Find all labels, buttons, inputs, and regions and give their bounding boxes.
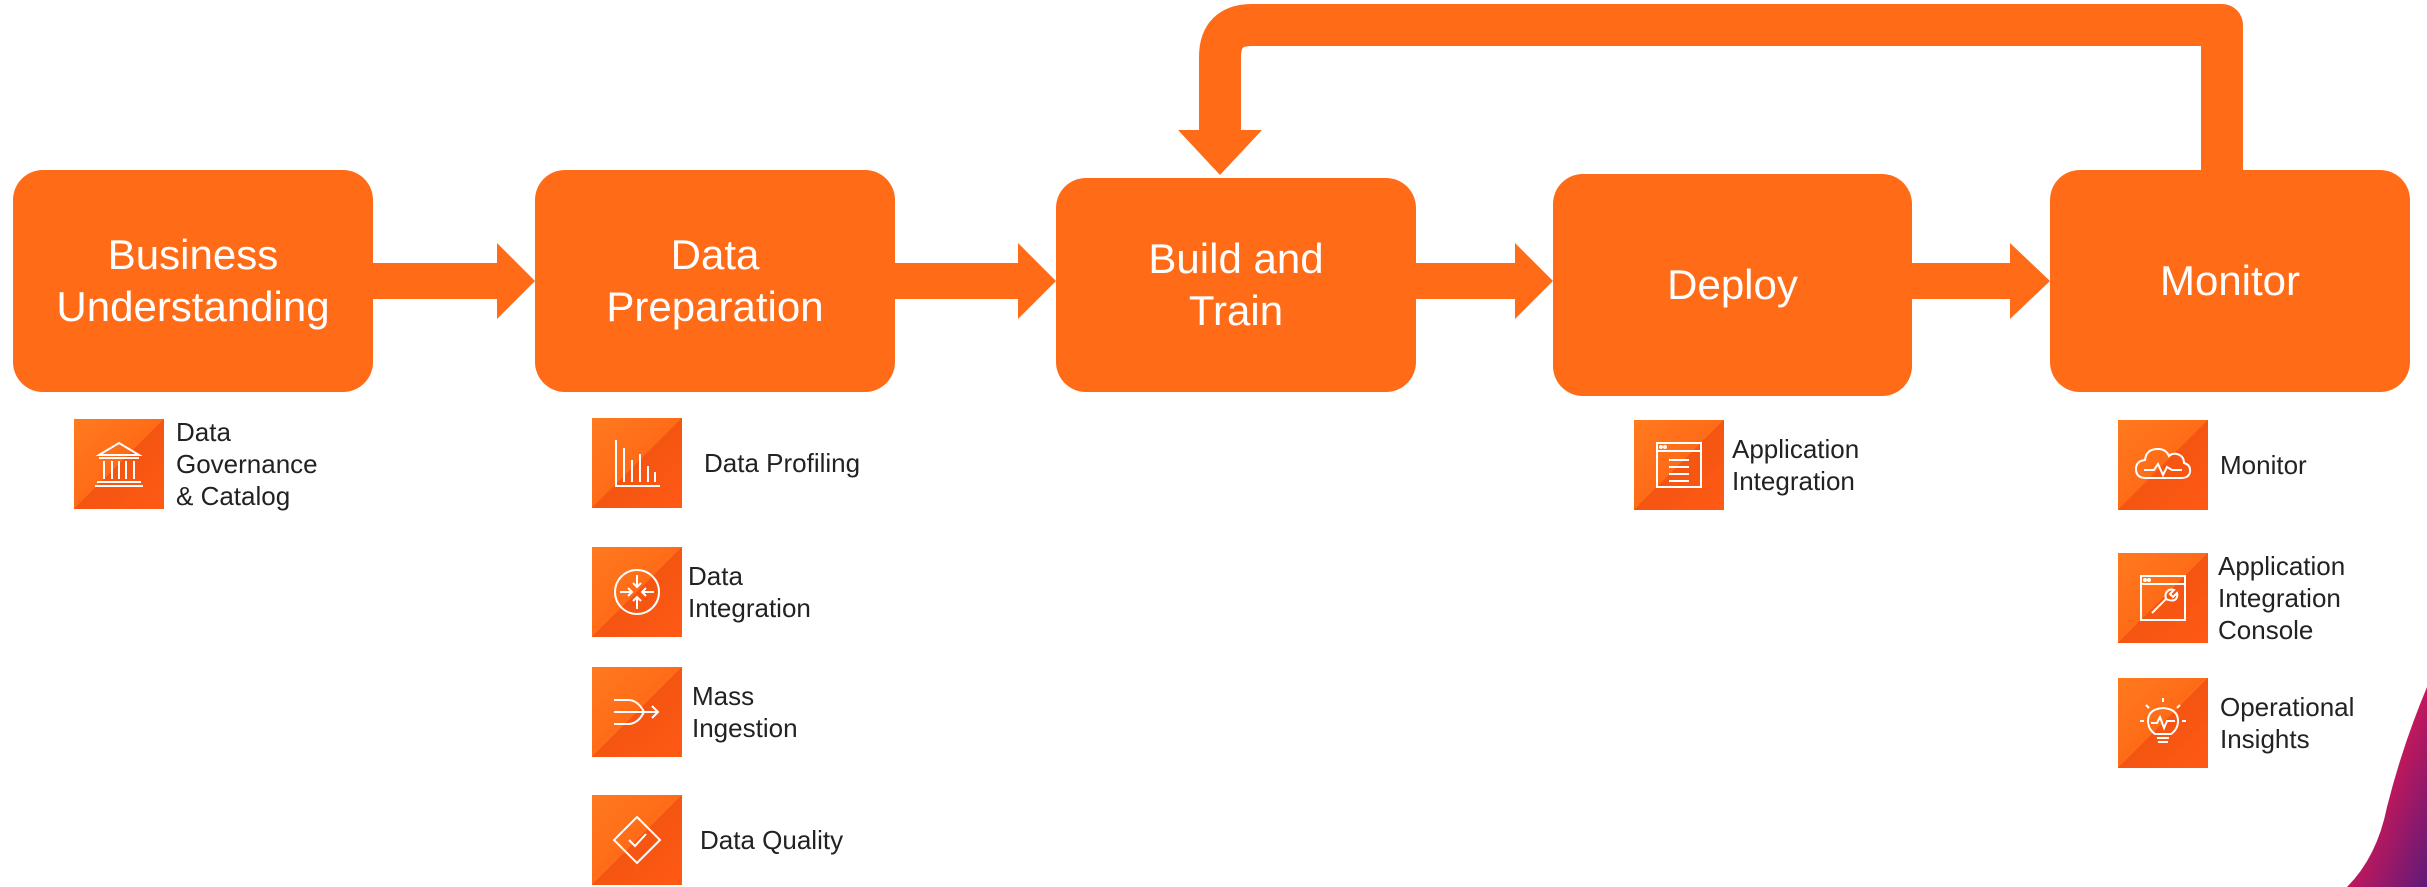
stage-monitor: Monitor <box>2050 170 2410 392</box>
stage-label: Build and Train <box>1148 235 1324 334</box>
item-label: Data Integration <box>688 561 811 623</box>
feedback-loop-arrowhead <box>1178 130 1262 175</box>
cloud-pulse-icon <box>2118 420 2208 510</box>
item-label: Operational Insights <box>2220 692 2355 754</box>
item-application-integration-console: Application Integration Console <box>2118 550 2345 646</box>
bar-chart-icon <box>592 418 682 508</box>
item-application-integration: Application Integration <box>1634 420 1859 510</box>
item-label: Data Profiling <box>704 448 861 478</box>
corner-decoration <box>2347 687 2427 887</box>
feedback-loop-arrow <box>1199 4 2243 170</box>
merge-arrows-icon <box>592 667 682 757</box>
item-label: Monitor <box>2220 450 2307 480</box>
stage-build-and-train: Build and Train <box>1056 178 1416 392</box>
item-operational-insights: Operational Insights <box>2118 678 2354 768</box>
item-data-profiling: Data Profiling <box>592 418 860 508</box>
diamond-check-icon <box>592 795 682 885</box>
browser-window-icon <box>1634 420 1724 510</box>
stage-label: Deploy <box>1667 261 1798 308</box>
bank-icon <box>74 419 164 509</box>
item-data-quality: Data Quality <box>592 795 843 885</box>
stage-label: Monitor <box>2159 257 2301 304</box>
stage-deploy: Deploy <box>1553 174 1912 396</box>
arrow-build-to-deploy <box>1416 243 1553 319</box>
item-data-integration: Data Integration <box>592 547 811 637</box>
item-label: Mass Ingestion <box>692 681 798 743</box>
lightbulb-pulse-icon <box>2118 678 2208 768</box>
window-wrench-icon <box>2118 553 2208 643</box>
converge-arrows-icon <box>592 547 682 637</box>
arrow-preparation-to-build <box>895 243 1056 319</box>
item-label: Data Governance & Catalog <box>176 417 318 511</box>
item-label: Data Quality <box>700 825 844 855</box>
item-monitor: Monitor <box>2118 420 2307 510</box>
stage-label: Business Understanding <box>56 231 330 330</box>
item-data-governance: Data Governance & Catalog <box>74 416 318 512</box>
arrow-business-to-preparation <box>373 243 535 319</box>
item-mass-ingestion: Mass Ingestion <box>592 667 798 757</box>
stage-data-preparation: Data Preparation <box>535 170 895 392</box>
arrow-deploy-to-monitor <box>1912 243 2050 319</box>
stage-business-understanding: Business Understanding <box>13 170 373 392</box>
item-label: Application Integration Console <box>2218 551 2346 645</box>
stage-label: Data Preparation <box>606 231 824 330</box>
item-label: Application Integration <box>1732 434 1860 496</box>
